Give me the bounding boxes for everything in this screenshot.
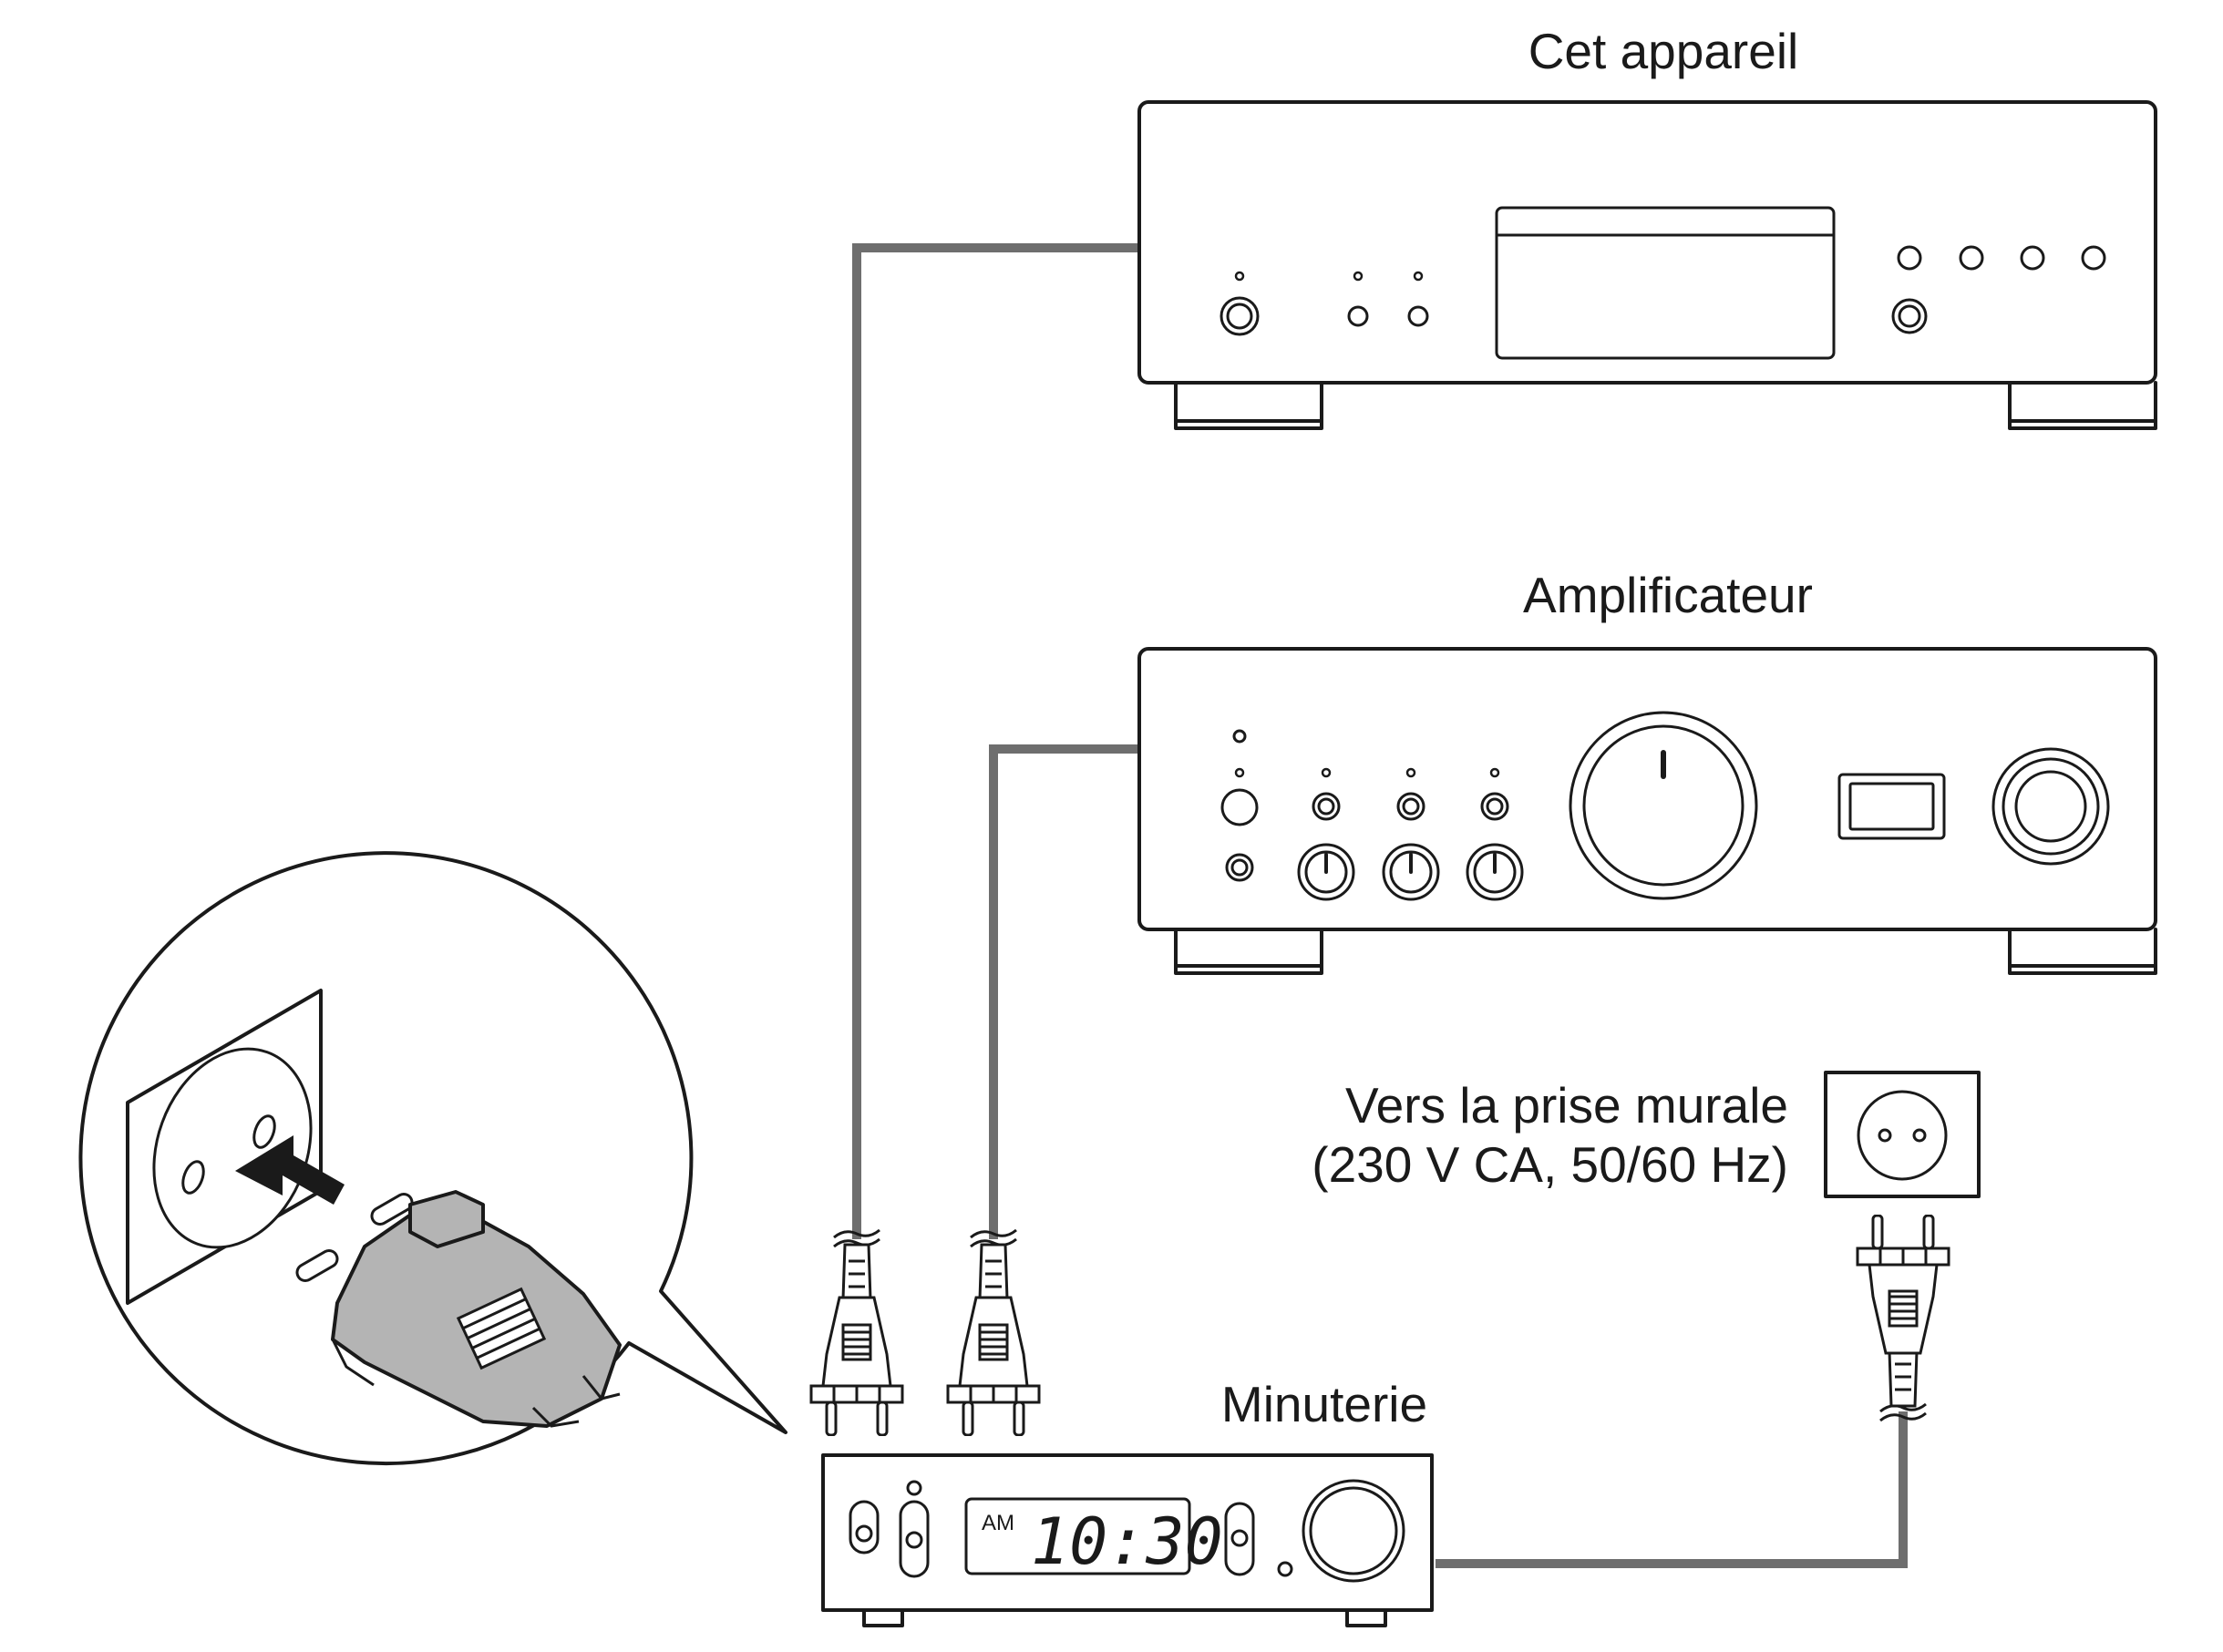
timer-display	[964, 1497, 1191, 1575]
headphone-jack	[1898, 304, 1921, 328]
amp-control-column-1	[1297, 767, 1355, 901]
timer-led	[906, 1480, 922, 1496]
amplifier-power-cable	[989, 744, 1139, 1230]
cd-button-2	[1407, 305, 1429, 327]
callout-bubble	[78, 851, 787, 1466]
amp-led-power	[1234, 767, 1245, 778]
disc-tray	[1495, 206, 1836, 360]
transport-button-1	[1897, 245, 1922, 271]
power-cables	[852, 243, 1908, 1568]
callout-socket-hole-left	[181, 1160, 205, 1195]
cd-player-foot-right	[2008, 381, 2157, 430]
amp-button	[1317, 797, 1335, 816]
plug-insertion-callout	[78, 851, 787, 1466]
wall-outlet-label-line1: Vers la prise murale	[1345, 1077, 1788, 1134]
amp-button	[1486, 797, 1504, 816]
wall-outlet: Vers la prise murale (230 V CA, 50/60 Hz…	[1312, 1071, 1981, 1198]
amp-display	[1848, 782, 1935, 831]
amp-control-column-2	[1382, 767, 1440, 901]
timer: Minuterie AM 10:30	[821, 1376, 1434, 1627]
amplifier-label: Amplificateur	[1523, 567, 1813, 623]
amplifier-foot-left	[1174, 928, 1323, 975]
wall-outlet-socket	[1857, 1090, 1948, 1181]
amplifier-plug	[948, 1217, 1039, 1435]
amp-control-column-3	[1466, 767, 1524, 901]
volume-knob	[1582, 724, 1744, 887]
timer-switch-2-knob	[905, 1531, 923, 1549]
wall-outlet-hole-right	[1912, 1128, 1927, 1143]
wall-plug	[1858, 1216, 1949, 1433]
amp-led	[1489, 767, 1500, 778]
power-button	[1226, 303, 1253, 330]
timer-display-time: 10:30	[1031, 1504, 1223, 1579]
amplifier-foot-right	[2008, 928, 2157, 975]
transport-button-4	[2081, 245, 2106, 271]
timer-label: Minuterie	[1221, 1376, 1427, 1432]
cd-button-1	[1347, 305, 1369, 327]
transport-button-3	[2020, 245, 2045, 271]
cd-player-plug	[811, 1217, 902, 1435]
cd-led-2	[1413, 271, 1424, 282]
timer-switch-3-knob	[1230, 1529, 1249, 1547]
timer-foot-left	[862, 1608, 904, 1627]
wall-outlet-label-line2: (230 V CA, 50/60 Hz)	[1312, 1136, 1788, 1193]
timer-switch-1-knob	[855, 1524, 873, 1543]
timer-power-cable	[1436, 1421, 1908, 1568]
standby-led	[1232, 729, 1247, 744]
timer-small-led	[1277, 1561, 1293, 1577]
power-led	[1234, 271, 1245, 282]
timer-dial	[1309, 1486, 1398, 1575]
transport-button-2	[1959, 245, 1984, 271]
amp-power-button	[1220, 788, 1259, 826]
callout-socket-hole-right	[252, 1114, 276, 1149]
cd-player-power-cable	[852, 243, 1139, 1230]
cd-player: Cet appareil	[1137, 23, 2157, 430]
timer-display-period: AM	[982, 1511, 1014, 1535]
amplifier: Amplificateur	[1137, 567, 2157, 975]
insertion-arrow-icon	[235, 1135, 345, 1205]
amp-button	[1402, 797, 1420, 816]
amp-led	[1405, 767, 1416, 778]
amp-led	[1321, 767, 1332, 778]
wall-outlet-hole-left	[1878, 1128, 1892, 1143]
callout-plug	[295, 1190, 622, 1428]
cd-led-1	[1353, 271, 1364, 282]
timer-foot-right	[1345, 1608, 1387, 1627]
input-selector	[2014, 770, 2087, 843]
cd-player-foot-left	[1174, 381, 1323, 430]
cd-player-label: Cet appareil	[1528, 23, 1799, 79]
amp-small-button	[1230, 858, 1249, 877]
